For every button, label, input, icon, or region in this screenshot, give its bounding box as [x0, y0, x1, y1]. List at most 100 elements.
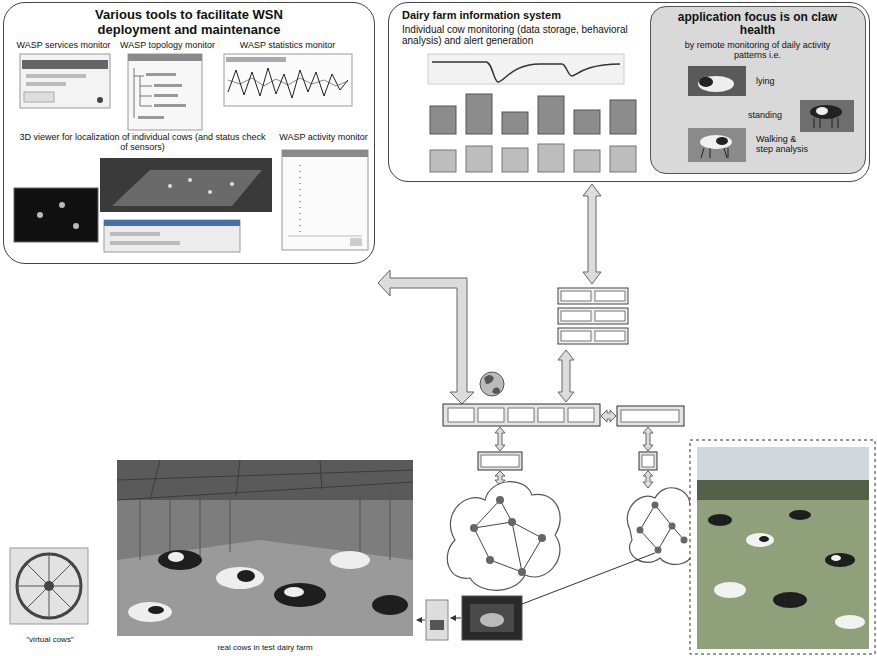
- internet-globe: [480, 372, 504, 396]
- dairy-charts-part: [574, 110, 600, 134]
- viewer-3d-screens-part: [110, 232, 160, 236]
- sensor-network-cloud-part: [496, 496, 504, 504]
- gateway-boxes-part: [642, 455, 654, 467]
- viewer-3d-screens-part: [104, 220, 240, 252]
- dairy-charts-part: [430, 150, 456, 172]
- barn-photo-part: [117, 460, 413, 636]
- server-stack-part: [595, 311, 625, 321]
- topology-screenshot-part: [138, 116, 164, 119]
- pasture-photo-part: [697, 500, 869, 649]
- viewer-3d-screens-part: [112, 170, 262, 206]
- barn-photo-part: [117, 540, 413, 636]
- sensor-network-cloud-part: [486, 556, 494, 564]
- barn-photo-part: [140, 488, 390, 560]
- sensor-network-cloud-part: [474, 500, 542, 572]
- viewer-3d-screens-part: [14, 188, 98, 242]
- services-screenshot-part: [26, 74, 86, 78]
- server-stack-part: [561, 291, 591, 301]
- hollow-arrows-part: [583, 184, 601, 284]
- hollow-arrows-part: [495, 427, 505, 451]
- activity-monitor: WASP activity monitor: [276, 132, 372, 252]
- tools-panel: Various tools to facilitate WSN deployme…: [3, 2, 375, 264]
- topology-screenshot-part: [128, 54, 202, 130]
- server-stack-part: [558, 308, 628, 324]
- node-body-text: Individual cow monitoring (data storage,…: [401, 24, 651, 47]
- gateway-boxes-part: [538, 408, 564, 422]
- internet-globe-part: [484, 375, 500, 394]
- gateway-boxes-part: [621, 410, 679, 422]
- sensor-network-cloud-part: [470, 524, 478, 532]
- activity-caption: lying: [756, 76, 816, 86]
- hollow-arrows: [378, 184, 653, 488]
- pasture-photo-part: [773, 592, 807, 608]
- barn-photo-part: [216, 567, 264, 589]
- activity-screenshot-part: [350, 238, 362, 246]
- pasture-photo-part: [759, 536, 769, 542]
- dairy-charts-part: [610, 146, 636, 172]
- viewer-3d-screens-part: [110, 241, 180, 245]
- dairy-charts-part: [610, 100, 636, 134]
- viewer-3d-screens-part: [73, 223, 79, 229]
- cow-photos-part: [688, 66, 746, 96]
- pasture-photo-part: [714, 582, 746, 598]
- collar-sensor: [417, 553, 655, 640]
- barn-photo: [117, 460, 413, 636]
- focus-panel-fill: [650, 6, 866, 174]
- real-cows-image: real cows in test dairy farm: [115, 458, 415, 652]
- cow-photos-part: [810, 105, 842, 119]
- barn-photo-part: [372, 595, 408, 615]
- cow-photos-part: [700, 135, 732, 149]
- services-screenshot-part: [24, 92, 54, 102]
- barn-photo-part: [330, 551, 370, 569]
- gateway-boxes-part: [478, 452, 522, 470]
- sensor-network-cloud-part: [447, 482, 560, 591]
- sensor-network-cloud-part: [508, 518, 516, 526]
- viewer-3d-screens-part: [59, 202, 65, 208]
- topology-screenshot-part: [154, 94, 178, 97]
- topology-screenshot-part: [146, 73, 176, 76]
- pasture-network-cloud-part: [637, 527, 644, 534]
- activity-screenshot: [282, 150, 368, 250]
- viewer-3d-screens-part: [100, 158, 272, 212]
- server-stack-part: [558, 288, 628, 304]
- virtual-cows-image: "virtual cows": [8, 546, 92, 644]
- pasture-photo: [690, 440, 875, 654]
- gateway-boxes-part: [478, 408, 504, 422]
- gateway-boxes-part: [568, 408, 594, 422]
- node-heading: "virtual cows": [25, 635, 74, 644]
- collar-sensor-part: [522, 553, 655, 604]
- hollow-arrows-part: [601, 410, 616, 422]
- statistics-screenshot-part: [228, 68, 348, 98]
- barn-photo-part: [117, 460, 413, 500]
- viewer-3d-screens-part: [188, 178, 192, 182]
- dairy-charts-part: [538, 96, 564, 134]
- statistics-screenshot-part: [226, 57, 286, 62]
- node-heading: Dairy farm information system: [401, 9, 651, 22]
- activity-screenshot-part: [300, 165, 301, 235]
- cow-photos-part: [699, 77, 713, 87]
- collar-sensor-part: [426, 600, 448, 640]
- collar-sensor-part: [451, 618, 461, 619]
- gateway-boxes: [443, 404, 684, 470]
- barn-photo-part: [117, 460, 413, 500]
- hollow-arrows-part: [378, 270, 474, 404]
- collar-sensor-part: [480, 613, 504, 627]
- pasture-photo-part: [690, 440, 875, 654]
- cow-photos-part: [800, 100, 854, 132]
- barn-photo-part: [128, 602, 172, 622]
- dairy-charts-part: [432, 62, 620, 82]
- pasture-photo-part: [746, 533, 774, 547]
- node-body-text: by remote monitoring of daily activity p…: [673, 40, 843, 61]
- node-heading: WASP services monitor: [15, 40, 111, 50]
- pasture-photo-part: [697, 447, 869, 480]
- statistics-screenshot: [224, 54, 352, 106]
- services-screenshot-part: [26, 82, 66, 86]
- virtual-cow-wheel-part: [10, 548, 88, 624]
- virtual-cow-wheel: [10, 548, 88, 624]
- node-heading: real cows in test dairy farm: [216, 643, 313, 652]
- hollow-arrows-part: [643, 471, 653, 488]
- dairy-charts-part: [466, 146, 492, 172]
- hollow-arrows-part: [558, 350, 574, 402]
